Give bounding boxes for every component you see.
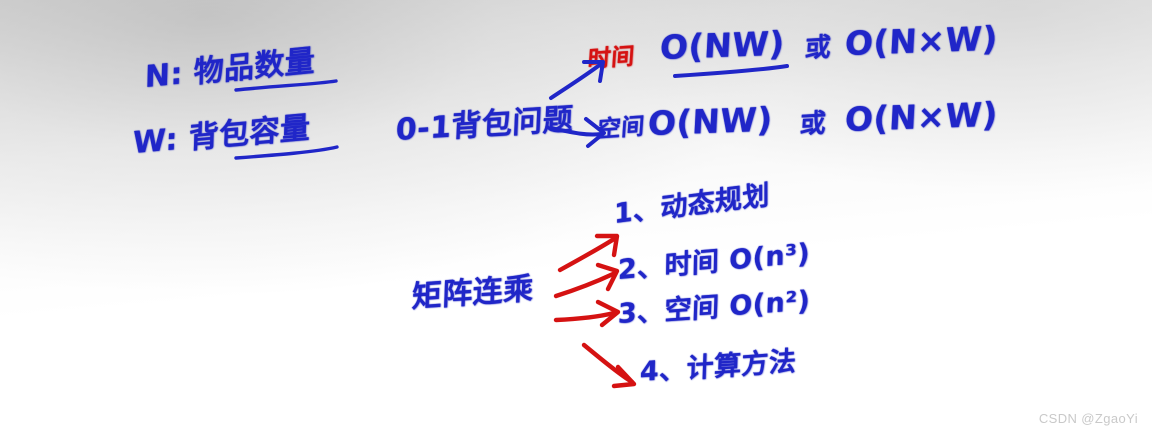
- matrix-chain-item-1: 1、动态规划: [614, 179, 770, 231]
- csdn-watermark: CSDN @ZgaoYi: [1038, 411, 1138, 426]
- matrix-chain-item-2: 2、时间 O(n³): [617, 238, 811, 287]
- arrow-to-item-4: [581, 342, 637, 389]
- matrix-chain-item-4: 4、计算方法: [639, 346, 797, 389]
- space-complexity-alt: O(N×W): [843, 94, 999, 140]
- arrow-to-item-3: [553, 299, 621, 328]
- matrix-chain-item-3: 3、空间 O(n²): [617, 285, 811, 331]
- space-conjunction-text: 或: [798, 108, 828, 141]
- space-complexity-value: O(NW): [646, 99, 774, 144]
- definition-n-text: N: 物品数量: [144, 43, 316, 96]
- time-conjunction-text: 或: [803, 32, 833, 65]
- time-complexity-alt: O(N×W): [843, 18, 999, 64]
- space-label-text: 空间: [596, 113, 646, 144]
- arrow-to-item-1: [557, 233, 620, 273]
- time-complexity-value: O(NW): [658, 23, 786, 68]
- definition-w-text: W: 背包容量: [132, 110, 311, 162]
- time-label-text: 时间: [586, 43, 636, 74]
- knapsack-title-text: 0-1背包问题: [395, 102, 574, 149]
- underline-time-complexity: [673, 64, 789, 78]
- matrix-chain-title-text: 矩阵连乘: [411, 271, 535, 316]
- arrow-to-item-2: [553, 262, 620, 299]
